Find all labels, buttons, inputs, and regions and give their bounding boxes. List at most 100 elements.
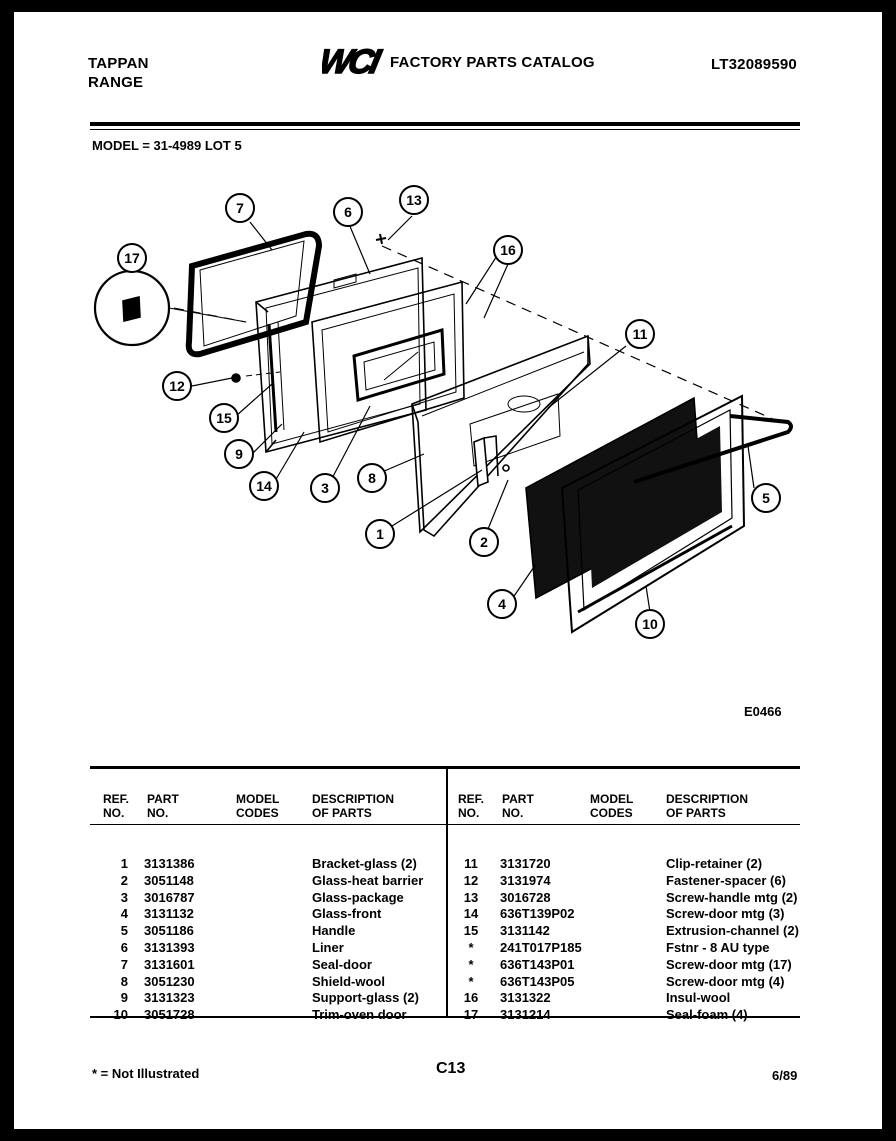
left-row-3-desc: Glass-package [312, 889, 404, 905]
header-part-right: PART NO. [502, 792, 534, 820]
right-row-4-desc: Screw-door mtg (3) [666, 906, 785, 922]
right-row-2-desc: Fastener-spacer (6) [666, 872, 786, 888]
right-row-3-desc: Screw-handle mtg (2) [666, 889, 798, 905]
right-row-9-desc: Insul-wool [666, 990, 731, 1006]
right-row-4-part: 636T139P02 [500, 906, 575, 922]
right-row-8-ref: * [468, 973, 474, 989]
left-row-1-ref: 1 [120, 856, 128, 871]
left-row-8-desc: Shield-wool [312, 973, 385, 989]
model-line: MODEL = 31-4989 LOT 5 [92, 138, 242, 153]
page-number: C13 [436, 1060, 466, 1077]
callout-10: 10 [635, 609, 665, 639]
left-row-6-ref: 6 [120, 940, 128, 955]
right-row-7-desc: Screw-door mtg (17) [666, 956, 792, 972]
left-row-3-part: 3016787 [144, 889, 195, 905]
table-top-rule [90, 766, 800, 769]
right-row-5-part: 3131142 [500, 923, 550, 939]
left-row-2-ref: 2 [120, 872, 128, 888]
left-row-2-part: 3051148 [144, 872, 194, 888]
right-row-6-part: 241T017P185 [500, 940, 582, 955]
catalog-title: FACTORY PARTS CATALOG [390, 54, 595, 71]
catalog-page: TAPPAN RANGE WCI FACTORY PARTS CATALOG L… [14, 12, 882, 1129]
right-row-9-part: 3131322 [500, 990, 551, 1006]
right-row-2-ref: 12 [463, 872, 479, 888]
left-row-5-part: 3051186 [144, 923, 194, 939]
brand-line-1: TAPPAN [88, 55, 149, 72]
left-row-4-desc: Glass-front [312, 906, 382, 922]
left-row-9-ref: 9 [120, 990, 128, 1006]
revision-date: 6/89 [772, 1068, 798, 1083]
table-center-divider [446, 766, 448, 1016]
header-desc-right: DESCRIPTION OF PARTS [666, 792, 749, 820]
callout-9: 9 [224, 439, 254, 469]
left-row-4-part: 3131132 [144, 906, 194, 922]
left-row-4-ref: 4 [120, 906, 128, 922]
right-row-10-desc: Seal-foam (4) [666, 1007, 748, 1023]
header-part-left: PART NO. [147, 792, 179, 820]
left-row-3-ref: 3 [120, 889, 128, 905]
header-ref-right: REF. NO. [458, 792, 485, 820]
right-row-2-part: 3131974 [500, 872, 551, 888]
wci-logo: WCI [315, 42, 394, 83]
parts-table: REF. NO. PART NO. MODEL CODES DESCRIPTIO… [90, 766, 800, 1022]
left-row-10-ref: 10 [113, 1007, 128, 1023]
left-row-8-ref: 8 [120, 973, 128, 989]
callout-7: 7 [225, 193, 255, 223]
right-row-1-ref: 11 [464, 856, 478, 871]
right-row-1-desc: Clip-retainer (2) [666, 856, 763, 871]
right-row-7-part: 636T143P01 [500, 956, 575, 972]
left-row-1-part: 3131386 [144, 856, 195, 871]
left-row-2-desc: Glass-heat barrier [312, 872, 424, 888]
left-row-7-desc: Seal-door [312, 956, 372, 972]
callout-15: 15 [209, 403, 239, 433]
callout-16: 16 [493, 235, 523, 265]
figure-code: E0466 [744, 704, 782, 719]
right-row-8-desc: Screw-door mtg (4) [666, 973, 785, 989]
callout-14: 14 [249, 471, 279, 501]
table-bottom-rule [90, 1016, 800, 1018]
right-row-3-ref: 13 [463, 889, 479, 905]
left-row-5-desc: Handle [312, 923, 356, 939]
callout-17: 17 [117, 243, 147, 273]
callout-13: 13 [399, 185, 429, 215]
left-row-6-part: 3131393 [144, 940, 195, 955]
right-row-10-ref: 17 [463, 1007, 479, 1023]
callout-12: 12 [162, 371, 192, 401]
svg-text:WCI: WCI [322, 43, 385, 78]
right-row-5-desc: Extrusion-channel (2) [666, 923, 799, 939]
right-row-7-ref: * [468, 956, 474, 972]
left-row-10-desc: Trim-oven door [312, 1007, 407, 1023]
brand-line-2: RANGE [88, 74, 144, 91]
right-row-5-ref: 15 [463, 923, 479, 939]
right-row-1-part: 3131720 [500, 856, 551, 871]
left-row-9-part: 3131323 [144, 990, 195, 1006]
left-row-10-part: 3051728 [144, 1007, 195, 1023]
header-model-right: MODEL CODES [590, 792, 634, 820]
right-row-10-part: 3131214 [500, 1007, 551, 1023]
right-row-6-ref: * [468, 940, 474, 955]
right-row-8-part: 636T143P05 [500, 973, 575, 989]
left-row-9-desc: Support-glass (2) [312, 990, 419, 1006]
header-desc-left: DESCRIPTION OF PARTS [312, 792, 395, 820]
left-row-6-desc: Liner [312, 940, 344, 955]
header-rule-thick [90, 122, 800, 126]
catalog-code: LT32089590 [711, 56, 797, 73]
left-row-7-ref: 7 [120, 956, 128, 972]
right-row-6-desc: Fstnr - 8 AU type [666, 940, 770, 955]
table-header-rule [90, 824, 800, 825]
callout-11: 11 [625, 319, 655, 349]
right-row-4-ref: 14 [463, 906, 479, 922]
right-row-3-part: 3016728 [500, 889, 551, 905]
header-model-left: MODEL CODES [236, 792, 280, 820]
header-ref-left: REF. NO. [103, 792, 130, 820]
left-row-8-part: 3051230 [144, 973, 195, 989]
right-row-9-ref: 16 [463, 990, 479, 1006]
callout-8: 8 [357, 463, 387, 493]
left-row-1-desc: Bracket-glass (2) [312, 856, 417, 871]
callout-5: 5 [751, 483, 781, 513]
exploded-door-diagram [93, 215, 793, 634]
callout-1: 1 [365, 519, 395, 549]
callout-4: 4 [487, 589, 517, 619]
footnote: * = Not Illustrated [92, 1066, 200, 1081]
callout-2: 2 [469, 527, 499, 557]
